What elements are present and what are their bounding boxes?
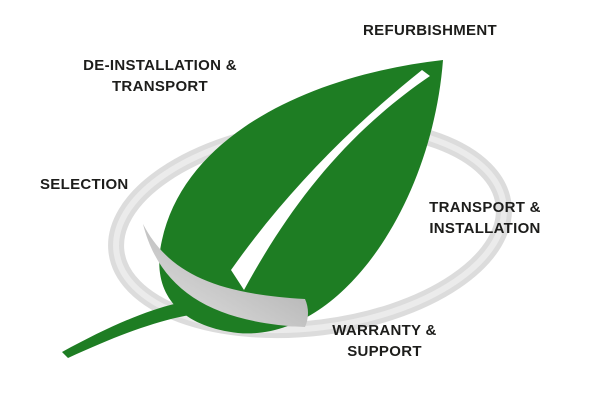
label-deinstallation-transport: DE-INSTALLATION & TRANSPORT bbox=[83, 57, 237, 95]
label-transport-installation: TRANSPORT & INSTALLATION bbox=[429, 199, 541, 237]
label-warranty-support: WARRANTY & SUPPORT bbox=[332, 322, 437, 360]
cycle-arrow bbox=[143, 224, 308, 327]
label-refurbishment: REFURBISHMENT bbox=[363, 22, 497, 39]
label-selection: SELECTION bbox=[40, 176, 129, 193]
leaf-vein bbox=[231, 70, 430, 290]
